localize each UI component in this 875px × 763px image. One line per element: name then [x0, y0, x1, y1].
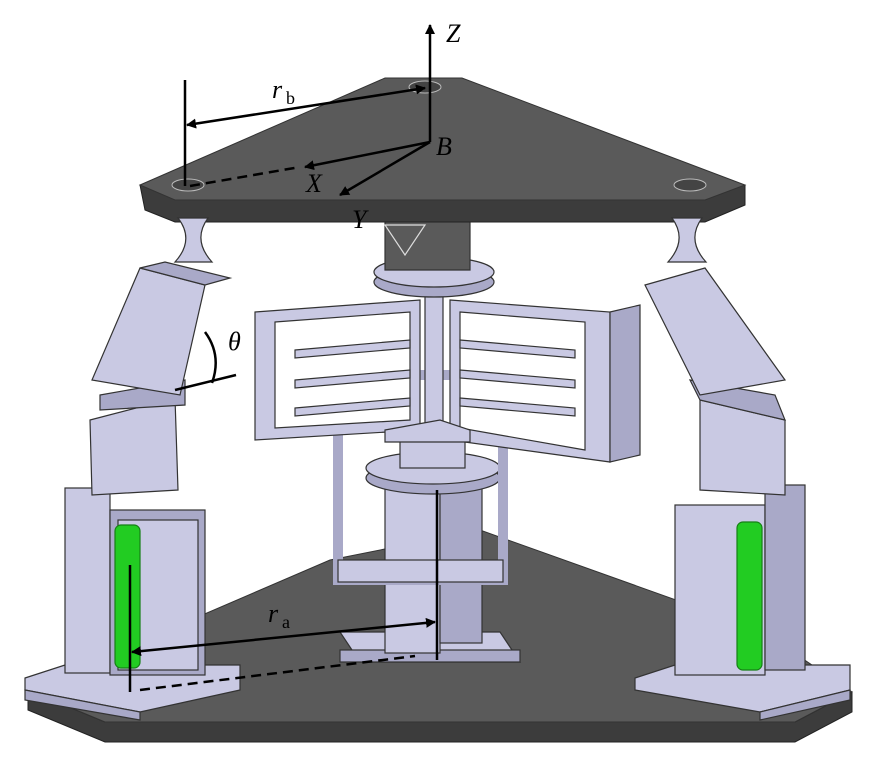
rb-label: r b: [272, 75, 295, 108]
x-axis-dashed: [189, 165, 301, 188]
annotations: [128, 24, 439, 692]
origin-label: B: [436, 132, 452, 161]
z-axis-label: Z: [446, 19, 461, 48]
left-actuator: [114, 524, 141, 669]
svg-text:r: r: [268, 599, 279, 628]
blade-frames: [254, 214, 641, 463]
y-axis-arrow: [339, 140, 431, 197]
theta-reference-line: [174, 373, 237, 392]
right-leg: [634, 217, 851, 721]
theta-arc: [203, 331, 217, 384]
ra-label: r a: [268, 599, 290, 632]
ra-dashed-line: [139, 654, 416, 692]
x-axis-label: X: [305, 169, 323, 198]
theta-label: θ: [228, 327, 241, 356]
rb-dimension-arrow: [186, 84, 426, 129]
svg-text:a: a: [282, 612, 290, 632]
right-actuator: [736, 521, 763, 671]
y-axis-label: Y: [352, 205, 369, 234]
ra-dimension-arrow: [131, 617, 436, 657]
svg-text:r: r: [272, 75, 283, 104]
x-axis-arrow: [304, 140, 431, 171]
svg-text:b: b: [286, 88, 295, 108]
